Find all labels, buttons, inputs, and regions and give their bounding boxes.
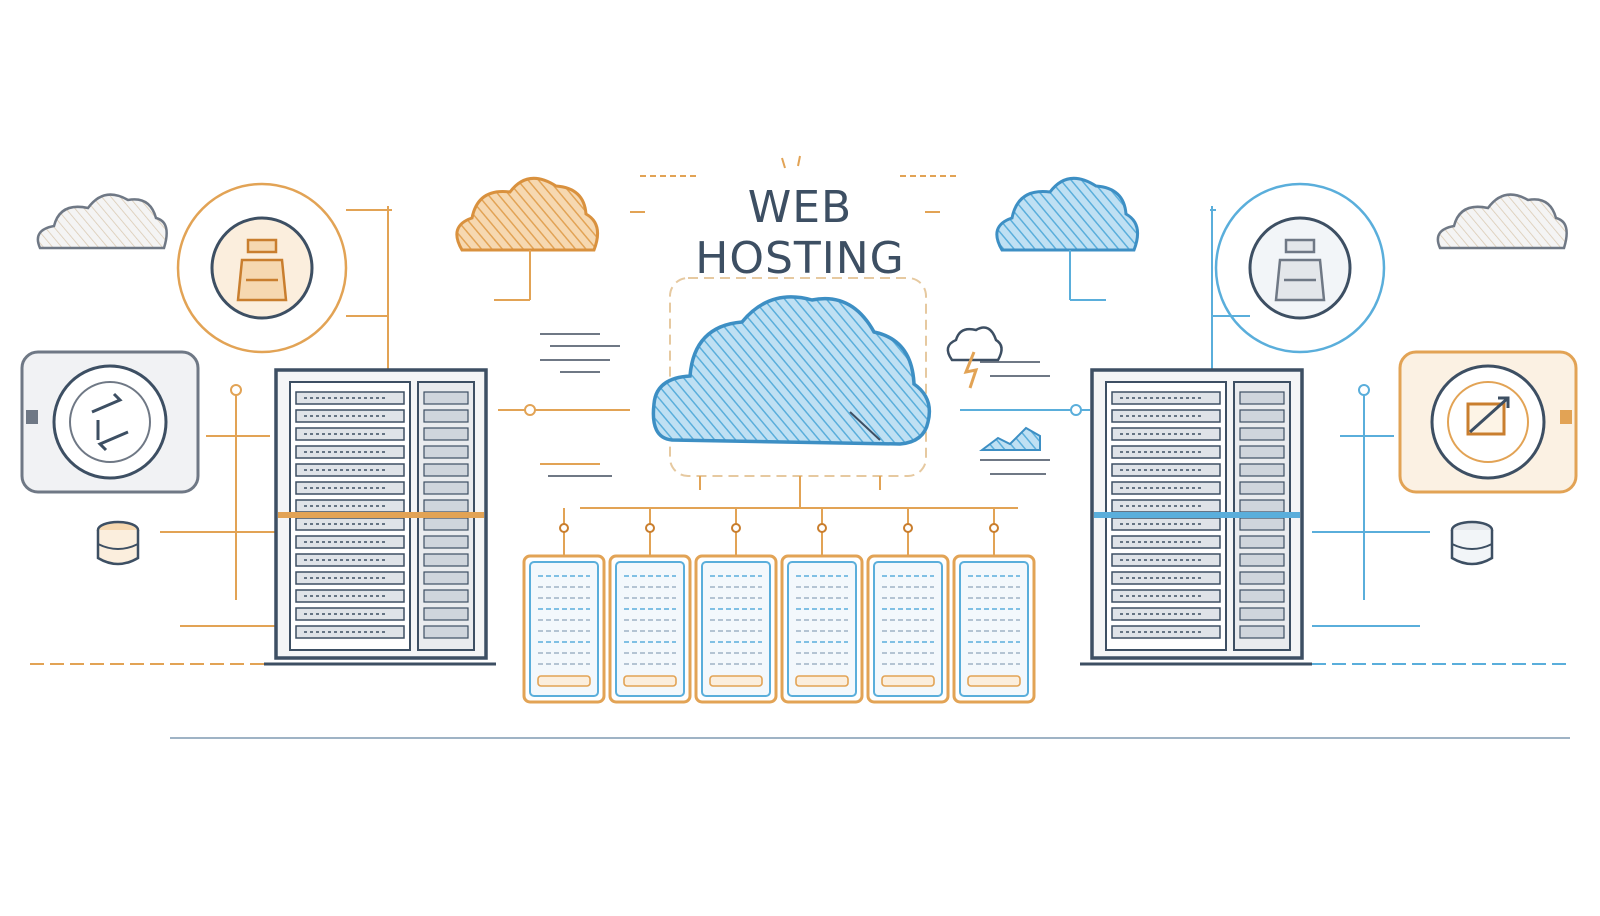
cloud-icon xyxy=(1436,193,1568,250)
cloud-icon xyxy=(36,193,168,250)
title-decoration xyxy=(630,155,960,213)
cloud-icon xyxy=(995,176,1140,301)
database-lock-icon xyxy=(236,238,288,302)
server-module xyxy=(952,508,1036,704)
right-connectors xyxy=(960,384,1570,665)
server-module xyxy=(866,508,950,704)
left-connectors xyxy=(30,384,630,665)
database-lock-icon xyxy=(1274,238,1326,302)
info-notes xyxy=(540,333,1050,477)
page-title: WEB HOSTING xyxy=(695,182,905,284)
database-icon xyxy=(1312,520,1494,566)
server-module xyxy=(780,508,864,704)
central-cloud xyxy=(651,277,932,477)
server-module xyxy=(694,508,778,704)
right-panel xyxy=(1398,350,1578,494)
left-panel xyxy=(20,350,200,494)
server-rack-left xyxy=(264,368,496,666)
chart-arrow-icon xyxy=(1466,396,1510,436)
server-module xyxy=(608,508,692,704)
database-icon xyxy=(96,520,286,566)
cloud-bolt-icon xyxy=(946,326,1003,389)
mini-chart-icon xyxy=(979,426,1041,451)
server-rack-right xyxy=(1080,368,1312,666)
cloud-to-modules-connectors xyxy=(580,476,1018,509)
right-badge xyxy=(1210,182,1386,370)
left-badge xyxy=(176,182,392,370)
transfer-arrows-icon xyxy=(91,392,129,452)
cloud-icon xyxy=(455,176,600,301)
cloud-icon xyxy=(651,295,932,446)
server-module xyxy=(522,508,606,704)
